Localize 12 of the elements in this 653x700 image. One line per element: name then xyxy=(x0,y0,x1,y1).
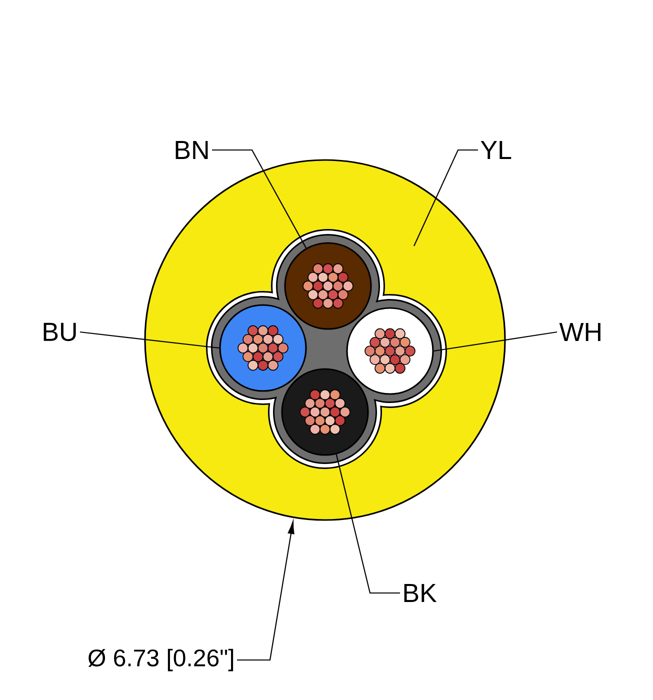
dimension-leader-arrow xyxy=(237,521,294,661)
wire-label: BU xyxy=(44,322,76,342)
dimension-label: Ø 6.73 [0.26"] xyxy=(88,648,234,672)
leader-line xyxy=(414,149,478,246)
wire-label: YL xyxy=(480,141,512,159)
leader-line xyxy=(336,454,400,594)
leader-line xyxy=(212,149,307,248)
leader-line xyxy=(434,331,558,352)
wire-label: BN xyxy=(176,141,208,159)
wire-label: WH xyxy=(559,323,600,341)
wire-label: BK xyxy=(404,584,437,602)
leader-line xyxy=(80,331,220,349)
